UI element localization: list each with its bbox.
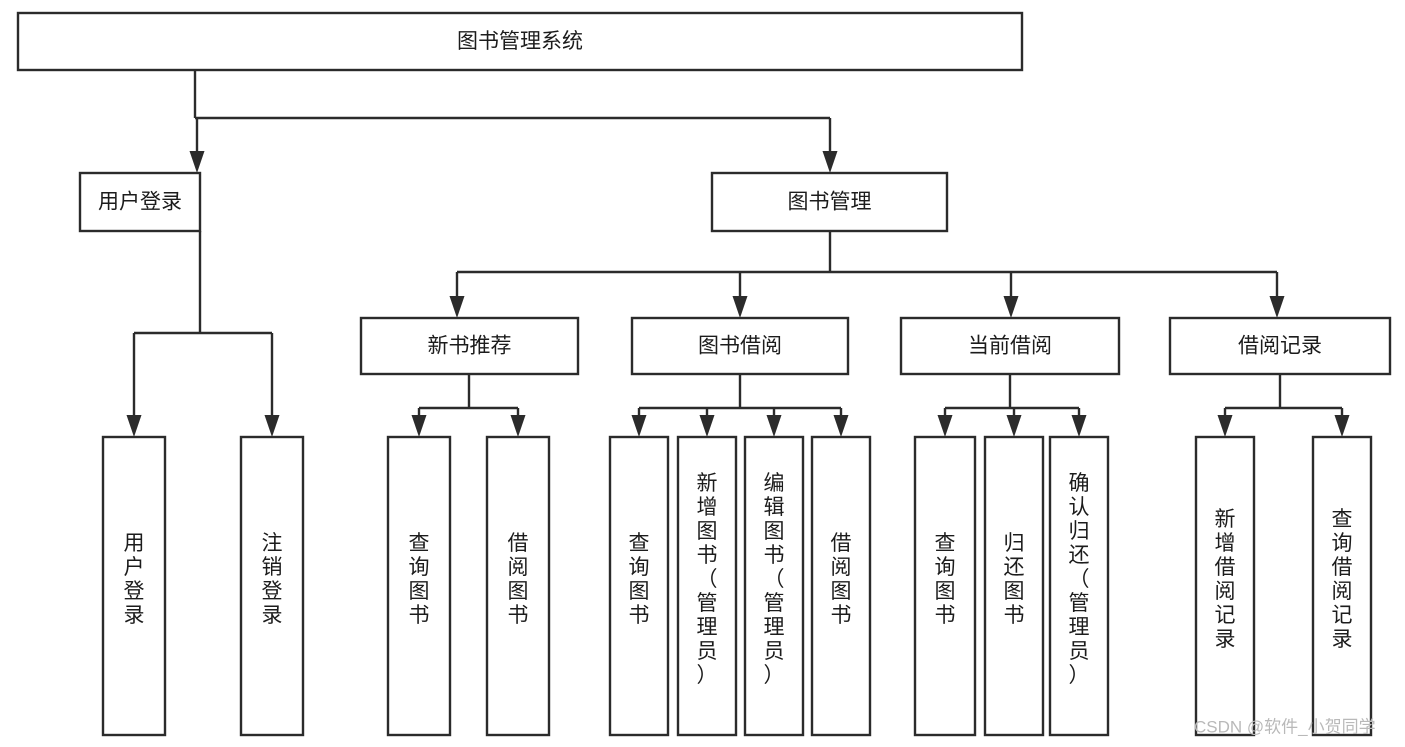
- arrow-head-icon: [1334, 415, 1350, 437]
- node-leaf-rc-add[interactable]: 新增借阅记录: [1194, 435, 1256, 737]
- node-leaf-bb-edit[interactable]: 编辑图书（管理员）: [743, 435, 805, 737]
- connector-group-current-to-leaves: [937, 374, 1087, 437]
- node-box[interactable]: [1168, 316, 1392, 376]
- node-box[interactable]: [608, 435, 670, 737]
- arrow-head-icon: [822, 151, 838, 173]
- node-leaf-user-logout[interactable]: 注销登录: [239, 435, 305, 737]
- arrow-head-icon: [937, 415, 953, 437]
- node-leaf-cb-return[interactable]: 归还图书: [983, 435, 1045, 737]
- arrow-head-icon: [126, 415, 142, 437]
- node-box[interactable]: [1048, 435, 1110, 737]
- arrow-head-icon: [411, 415, 427, 437]
- node-label: 当前借阅: [968, 335, 1052, 358]
- arrow-head-icon: [510, 415, 526, 437]
- arrow-head-icon: [833, 415, 849, 437]
- node-label: 查询图书: [409, 532, 430, 627]
- node-label: 确认归还（管理员）: [1069, 472, 1090, 687]
- csdn-watermark: CSDN @软件_小贺同学: [1194, 717, 1376, 736]
- node-leaf-rc-query[interactable]: 查询借阅记录: [1311, 435, 1373, 737]
- node-leaf-cb-confirm[interactable]: 确认归还（管理员）: [1048, 435, 1110, 737]
- node-l3-current[interactable]: 当前借阅: [899, 316, 1121, 376]
- node-label: 查询借阅记录: [1332, 508, 1353, 651]
- node-box[interactable]: [810, 435, 872, 737]
- node-box[interactable]: [983, 435, 1045, 737]
- connector-group-user-login-to-leaves: [126, 231, 280, 437]
- node-box[interactable]: [386, 435, 452, 737]
- node-box[interactable]: [101, 435, 167, 737]
- arrow-head-icon: [1269, 296, 1285, 318]
- node-leaf-nb-query[interactable]: 查询图书: [386, 435, 452, 737]
- node-label: 用户登录: [98, 191, 182, 214]
- node-box[interactable]: [359, 316, 580, 376]
- node-label: 图书借阅: [698, 335, 782, 358]
- arrow-head-icon: [732, 296, 748, 318]
- node-label: 编辑图书（管理员）: [764, 472, 785, 687]
- node-box[interactable]: [899, 316, 1121, 376]
- node-box[interactable]: [913, 435, 977, 737]
- connector-group-record-to-leaves: [1217, 374, 1350, 437]
- connector-group-borrow-to-leaves: [631, 374, 849, 437]
- arrow-head-icon: [766, 415, 782, 437]
- node-box[interactable]: [16, 11, 1024, 72]
- node-box[interactable]: [676, 435, 738, 737]
- nodes-layer: 图书管理系统用户登录图书管理新书推荐图书借阅当前借阅借阅记录用户登录注销登录查询…: [16, 11, 1392, 737]
- node-label: 归还图书: [1004, 532, 1025, 627]
- node-leaf-bb-lend[interactable]: 借阅图书: [810, 435, 872, 737]
- node-leaf-nb-borrow[interactable]: 借阅图书: [485, 435, 551, 737]
- arrow-head-icon: [449, 296, 465, 318]
- node-label: 查询图书: [935, 532, 956, 627]
- arrow-head-icon: [1071, 415, 1087, 437]
- arrow-head-icon: [631, 415, 647, 437]
- node-label: 新书推荐: [428, 335, 512, 358]
- connectors-layer: [126, 70, 1350, 437]
- node-box[interactable]: [743, 435, 805, 737]
- node-label: 借阅图书: [508, 532, 529, 627]
- node-box[interactable]: [710, 171, 949, 233]
- arrow-head-icon: [1217, 415, 1233, 437]
- connector-group-root-to-level2: [189, 70, 838, 173]
- node-box[interactable]: [1311, 435, 1373, 737]
- node-l2-user-login[interactable]: 用户登录: [78, 171, 202, 233]
- node-label: 借阅图书: [831, 532, 852, 627]
- node-label: 借阅记录: [1238, 335, 1322, 358]
- node-l3-borrow[interactable]: 图书借阅: [630, 316, 850, 376]
- node-label: 用户登录: [124, 532, 145, 627]
- node-label: 新增借阅记录: [1215, 508, 1236, 651]
- node-root[interactable]: 图书管理系统: [16, 11, 1024, 72]
- node-label: 图书管理系统: [457, 30, 583, 53]
- node-leaf-cb-query[interactable]: 查询图书: [913, 435, 977, 737]
- arrow-head-icon: [264, 415, 280, 437]
- node-box[interactable]: [485, 435, 551, 737]
- node-box[interactable]: [239, 435, 305, 737]
- node-label: 注销登录: [262, 532, 283, 627]
- node-l3-record[interactable]: 借阅记录: [1168, 316, 1392, 376]
- connector-group-book-manage-to-level3: [449, 231, 1285, 318]
- node-label: 图书管理: [788, 191, 872, 214]
- node-label: 新增图书（管理员）: [697, 472, 718, 687]
- node-l3-new-book[interactable]: 新书推荐: [359, 316, 580, 376]
- node-l2-book-manage[interactable]: 图书管理: [710, 171, 949, 233]
- node-label: 查询图书: [629, 532, 650, 627]
- node-box[interactable]: [78, 171, 202, 233]
- node-box[interactable]: [1194, 435, 1256, 737]
- arrow-head-icon: [189, 151, 205, 173]
- arrow-head-icon: [1006, 415, 1022, 437]
- connector-group-new-book-to-leaves: [411, 374, 526, 437]
- node-leaf-bb-add[interactable]: 新增图书（管理员）: [676, 435, 738, 737]
- node-leaf-user-login[interactable]: 用户登录: [101, 435, 167, 737]
- node-leaf-bb-query[interactable]: 查询图书: [608, 435, 670, 737]
- arrow-head-icon: [1003, 296, 1019, 318]
- node-box[interactable]: [630, 316, 850, 376]
- arrow-head-icon: [699, 415, 715, 437]
